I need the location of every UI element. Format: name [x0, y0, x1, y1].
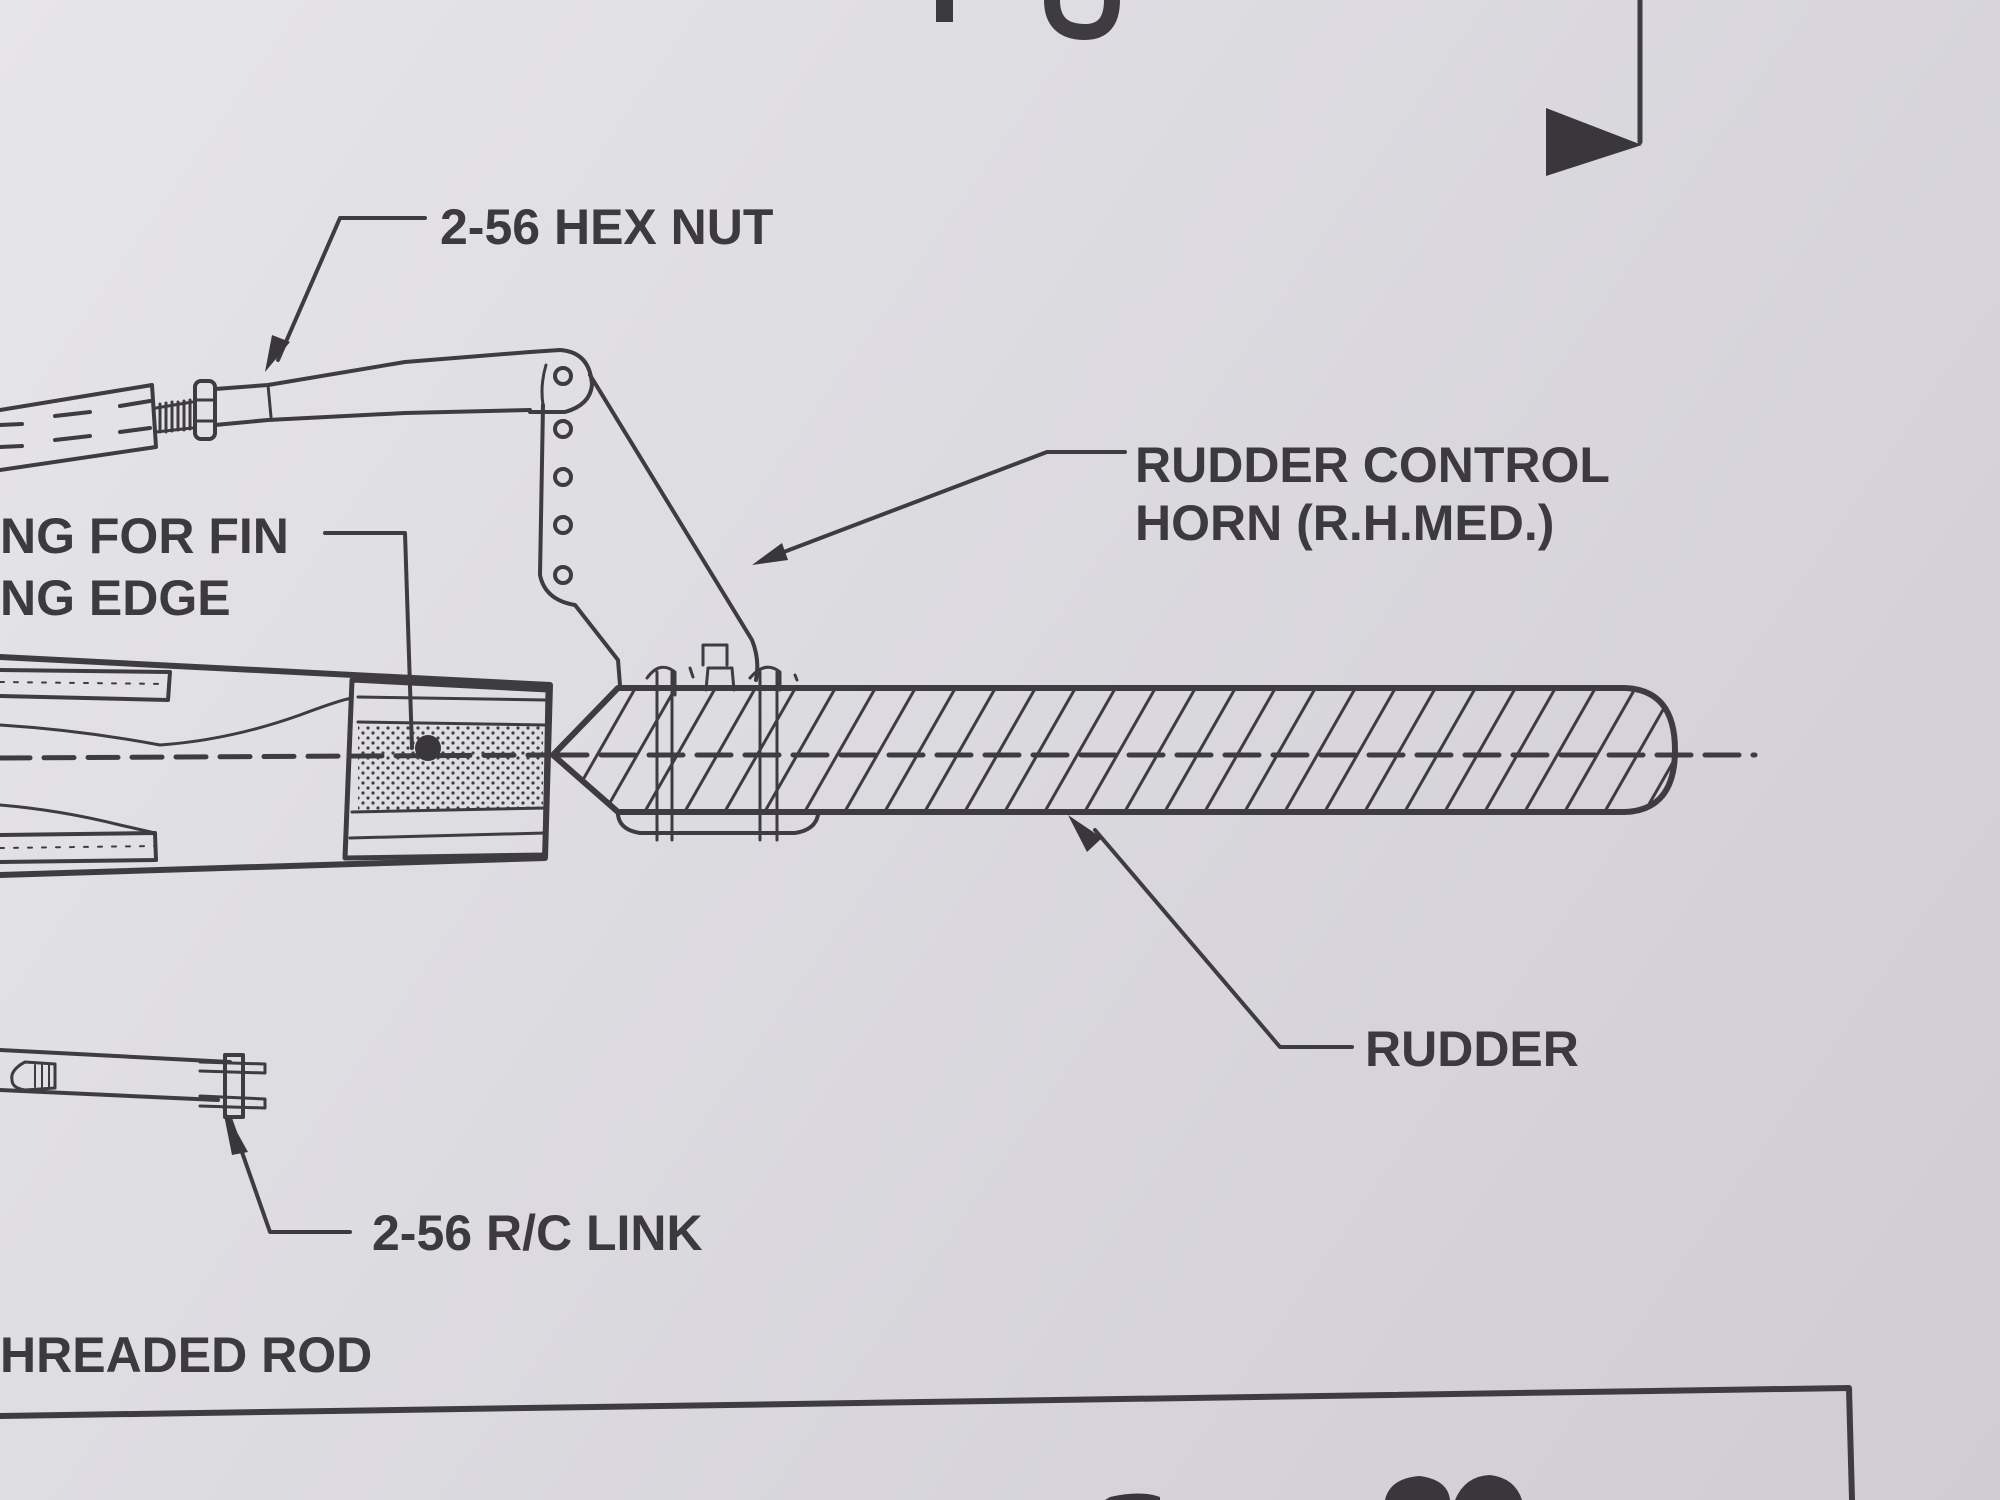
section-marker-arrowhead-icon — [1546, 108, 1642, 176]
hatch-line — [1118, 688, 1202, 812]
hatch-line — [1598, 688, 1675, 812]
pushrod — [0, 350, 532, 472]
hatch-line — [1398, 688, 1482, 812]
horn-leader — [766, 450, 1127, 560]
hatch-line — [1478, 688, 1562, 812]
rc-link-clevis — [0, 1048, 267, 1119]
hatch-line — [1720, 680, 1800, 820]
control-horn-label-line1: RUDDER CONTROL — [1135, 437, 1610, 493]
hatch-line — [1680, 680, 1760, 820]
threaded-section — [154, 398, 194, 434]
hex-nut-label: 2-56 HEX NUT — [440, 199, 773, 255]
hatch-line — [998, 688, 1082, 812]
hatch-line — [1558, 688, 1642, 812]
title-block-glyph-fragments — [1105, 1475, 1522, 1500]
hex-nut-shape — [193, 379, 217, 441]
hatch-line — [918, 688, 1002, 812]
hatch-line — [1278, 688, 1362, 812]
hatch-line — [1518, 688, 1602, 812]
hatch-line — [798, 688, 882, 812]
hatch-line — [1638, 688, 1675, 812]
title-block-border — [0, 1385, 1855, 1500]
section-marker — [1546, 0, 1643, 176]
horn-hole-icon — [553, 366, 573, 386]
horn-hole-icon — [553, 419, 573, 439]
hatch-line — [678, 688, 762, 812]
hatch-line — [758, 688, 842, 812]
heading-glyph-stroke — [936, 0, 953, 22]
rudder-outline — [550, 685, 1678, 815]
horn-hole-icon — [553, 515, 573, 535]
hatch-line — [1318, 688, 1402, 812]
hex-nut-arrowhead-icon — [265, 335, 290, 372]
fin-label-line1: NG FOR FIN — [0, 508, 289, 564]
fin-trailing-edge — [0, 654, 553, 878]
rc-link-leader — [228, 1116, 352, 1234]
hatch-line — [878, 688, 962, 812]
hatch-line — [1358, 688, 1442, 812]
hatch-line — [1038, 688, 1122, 812]
horn-hole-icon — [553, 467, 573, 487]
hatch-line — [1238, 688, 1322, 812]
rudder-label: RUDDER — [1365, 1021, 1579, 1077]
hatch-line — [598, 688, 682, 812]
threaded-rod-label: HREADED ROD — [0, 1327, 372, 1383]
fin-leader — [323, 531, 414, 750]
horn-hole-icon — [553, 565, 573, 585]
fin-stippling — [358, 725, 543, 810]
rudder-leader — [1093, 828, 1354, 1049]
hatch-line — [1158, 688, 1242, 812]
fin-label-line2: NG EDGE — [0, 570, 231, 626]
rudder-hatching — [558, 680, 1800, 820]
hatch-line — [1198, 688, 1282, 812]
hex-nut-leader — [276, 216, 427, 362]
hatch-line — [838, 688, 922, 812]
control-horn-label-line2: HORN (R.H.MED.) — [1135, 495, 1554, 551]
rudder-arrowhead-icon — [1068, 815, 1102, 852]
rudder — [550, 680, 1800, 820]
heading-fragment — [936, 0, 1120, 40]
hatch-line — [1438, 688, 1522, 812]
hatch-line — [638, 688, 722, 812]
horn-arrowhead-icon — [752, 543, 788, 565]
hatch-line — [958, 688, 1042, 812]
heading-glyph-curve — [1044, 0, 1120, 40]
control-horn — [528, 348, 820, 842]
pin-marker-icon — [415, 735, 441, 761]
hatch-line — [1078, 688, 1162, 812]
rc-link-label: 2-56 R/C LINK — [372, 1205, 703, 1261]
hatch-line — [718, 688, 802, 812]
